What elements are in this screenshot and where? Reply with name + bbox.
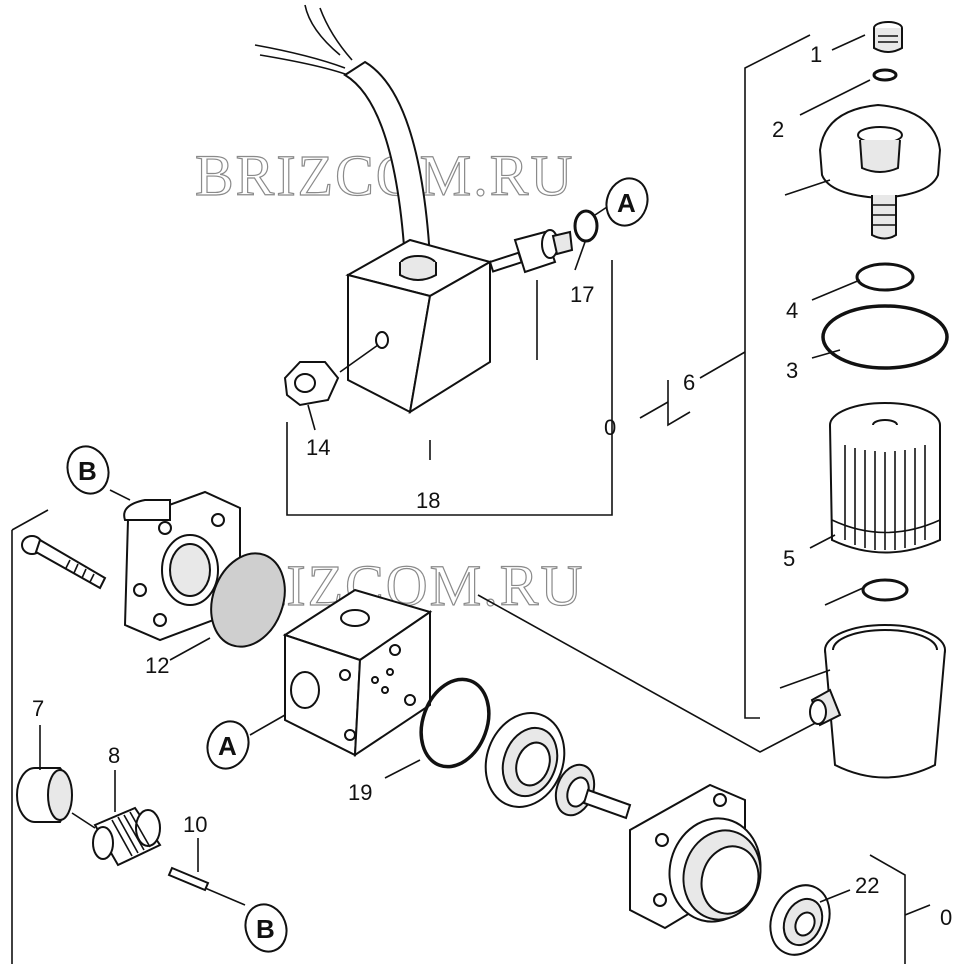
pump-group-frame xyxy=(11,509,931,964)
badge-b-top: B xyxy=(66,445,110,495)
callout-7: 7 xyxy=(32,696,44,721)
svg-text:A: A xyxy=(617,188,636,218)
solenoid-cable xyxy=(254,4,432,262)
leader-lines xyxy=(39,34,871,906)
part-3-large-oring xyxy=(821,304,949,370)
callout-4: 4 xyxy=(786,298,798,323)
callout-0-top: 0 xyxy=(604,415,616,440)
badge-b-bottom: B xyxy=(244,903,288,953)
drive-gear xyxy=(554,763,632,820)
part-1-screw xyxy=(873,21,903,53)
badge-a-top: A xyxy=(605,177,649,227)
filter-bowl xyxy=(809,624,946,779)
part-4-oring xyxy=(855,262,915,292)
callout-5: 5 xyxy=(783,546,795,571)
callout-10: 10 xyxy=(183,812,207,837)
callout-0-bottom: 0 xyxy=(940,905,952,930)
solenoid-group-frame xyxy=(286,260,613,516)
callout-8: 8 xyxy=(108,743,120,768)
part-19-oring xyxy=(419,677,491,769)
pump-head-block xyxy=(282,588,433,757)
long-bolt xyxy=(21,535,107,590)
solenoid-coil xyxy=(345,238,493,415)
callout-2: 2 xyxy=(772,117,784,142)
internal-gear-ring xyxy=(484,712,566,808)
part-12-gasket xyxy=(210,552,286,648)
svg-text:B: B xyxy=(78,456,97,486)
part-5-filter-cartridge xyxy=(829,402,941,554)
badge-a-left: A xyxy=(206,720,250,770)
part-14-nut xyxy=(283,344,379,407)
callout-12: 12 xyxy=(145,653,169,678)
watermark-top: BRIZCOM.RU xyxy=(195,143,574,208)
part-22-bearing xyxy=(769,884,831,956)
bowl-oring xyxy=(861,578,909,602)
callout-6: 6 xyxy=(683,370,695,395)
callout-18: 18 xyxy=(416,488,440,513)
callout-1: 1 xyxy=(810,42,822,67)
part-7-cap xyxy=(16,767,73,823)
filter-assembly-frame xyxy=(639,34,811,719)
callout-17: 17 xyxy=(570,282,594,307)
svg-text:A: A xyxy=(218,731,237,761)
valve-stem xyxy=(488,229,574,274)
part-8-sleeve xyxy=(92,806,162,867)
callout-22: 22 xyxy=(855,873,879,898)
part-10-pin xyxy=(167,866,210,892)
pump-rear-housing xyxy=(629,783,762,930)
callout-19: 19 xyxy=(348,780,372,805)
svg-text:B: B xyxy=(256,914,275,944)
part-2-small-oring xyxy=(872,68,898,82)
callout-3: 3 xyxy=(786,358,798,383)
callout-14: 14 xyxy=(306,435,330,460)
filter-cap-knob xyxy=(818,103,942,240)
part-17-oring xyxy=(573,209,599,243)
